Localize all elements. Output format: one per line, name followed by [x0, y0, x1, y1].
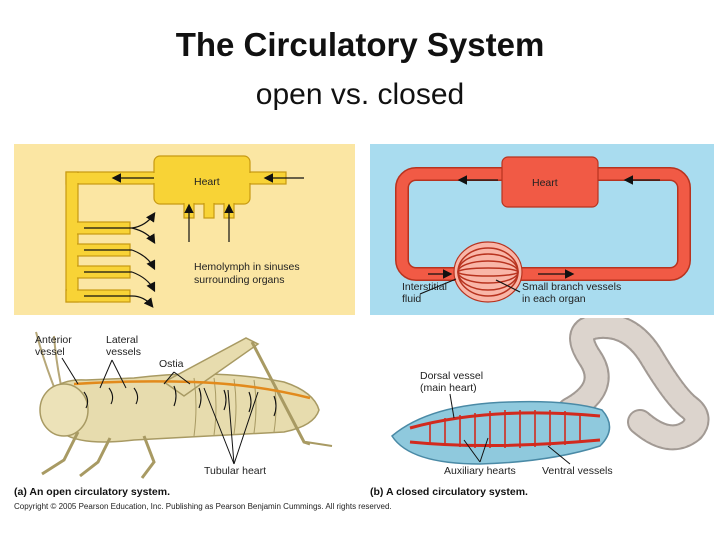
interstitial-label-line2: fluid	[402, 293, 421, 305]
closed-system-schematic: Heart Interstitial fluid Small branch ve…	[395, 156, 691, 305]
grasshopper-body	[35, 331, 333, 479]
slide-title: The Circulatory System	[175, 26, 545, 63]
open-heart-label: Heart	[194, 176, 220, 188]
anterior-vessel-label-line2: vessel	[35, 346, 65, 358]
open-system-schematic: Heart Hemolymph in sinuses surrounding o…	[65, 155, 304, 308]
hemolymph-label-line1: Hemolymph in sinuses	[194, 261, 300, 273]
copyright-notice: Copyright © 2005 Pearson Education, Inc.…	[14, 502, 392, 511]
grasshopper-drawing	[35, 331, 333, 479]
earthworm-illustration: Dorsal vessel (main heart) Auxiliary hea…	[370, 312, 714, 492]
earthworm-leader-lines	[449, 393, 571, 465]
hemolymph-label-line2: surrounding organs	[194, 274, 284, 286]
small-vessels-label-line2: in each organ	[522, 293, 586, 305]
closed-flow-arrows	[419, 175, 660, 295]
dorsal-vessel-label: Dorsal vessel (main heart)	[420, 370, 483, 394]
open-system-diagram: Heart Hemolymph in sinuses surrounding o…	[14, 144, 355, 315]
closed-heart-label: Heart	[532, 177, 558, 189]
lateral-vessels-label-line1: Lateral	[106, 334, 139, 346]
dorsal-vessel-label-line1: Dorsal vessel	[420, 370, 484, 382]
ostia-label: Ostia	[159, 358, 184, 370]
lateral-vessels-label-line2: vessels	[106, 346, 142, 358]
open-flow-arrows	[84, 173, 304, 308]
caption-open-letter: (a)	[14, 486, 27, 498]
closed-system-diagram: Heart Interstitial fluid Small branch ve…	[370, 144, 714, 315]
grasshopper-leader-lines	[61, 357, 259, 465]
earthworm-body	[391, 312, 710, 465]
anterior-vessel-label: Anterior vessel	[35, 334, 72, 358]
caption-closed-text: A closed circulatory system.	[385, 486, 528, 498]
small-vessels-label-line1: Small branch vessels	[522, 281, 621, 293]
anterior-vessel-label-line1: Anterior	[35, 334, 72, 346]
dorsal-vessel-label-line2: (main heart)	[420, 382, 477, 394]
slide-subtitle: open vs. closed	[255, 78, 465, 111]
auxiliary-hearts-label: Auxiliary hearts	[444, 465, 516, 477]
grasshopper-illustration: Anterior vessel Lateral vessels Ostia Tu…	[14, 322, 355, 492]
caption-closed-letter: (b)	[370, 486, 384, 498]
caption-open-text: An open circulatory system.	[29, 486, 171, 498]
tubular-heart-label: Tubular heart	[204, 465, 267, 477]
caption-closed-system: (b) A closed circulatory system.	[370, 486, 528, 498]
lateral-vessels-label: Lateral vessels	[106, 334, 141, 358]
interstitial-label-line1: Interstitial	[402, 281, 447, 293]
ventral-vessels-label: Ventral vessels	[542, 465, 613, 477]
caption-open-system: (a) An open circulatory system.	[14, 486, 170, 498]
earthworm-drawing	[391, 312, 710, 465]
